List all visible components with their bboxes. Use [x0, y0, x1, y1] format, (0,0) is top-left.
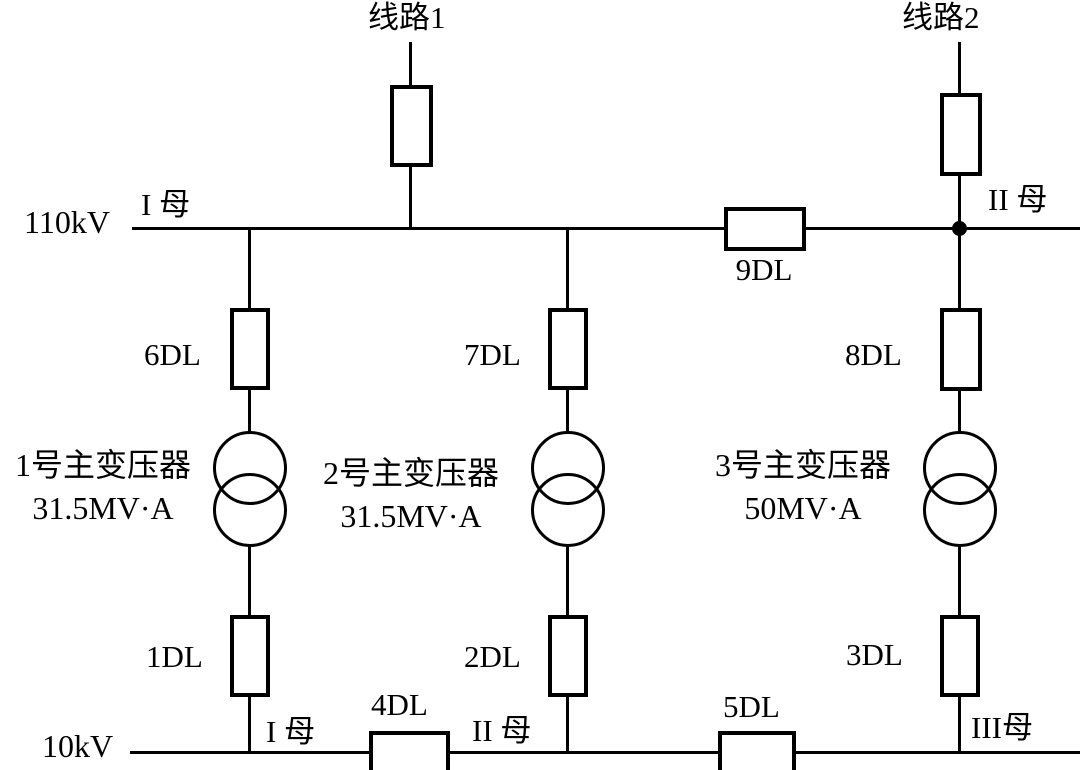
wire-1dl-to-bus	[248, 694, 251, 753]
breaker-5dl-symbol	[718, 731, 796, 770]
breaker-2dl-label: 2DL	[464, 639, 521, 674]
wire-6dl-to-t1	[248, 388, 251, 434]
lv-bus2-label: II 母	[472, 713, 532, 748]
bus2-junction-dot	[952, 221, 967, 236]
wire-2dl-to-bus	[566, 694, 569, 753]
wire-7dl-to-t2	[566, 388, 569, 434]
wire-110kv-bus	[132, 227, 1080, 230]
wire-10kv-bus	[130, 751, 1080, 754]
transformer1-label: 1号主变压器 31.5MV·A	[0, 444, 206, 530]
line1-breaker-symbol	[390, 85, 433, 167]
wire-line2-lower	[958, 172, 961, 232]
breaker-4dl-label: 4DL	[371, 687, 428, 722]
lv-voltage-label: 10kV	[42, 728, 114, 764]
breaker-4dl-symbol	[369, 731, 450, 770]
breaker-7dl-symbol	[548, 308, 588, 390]
breaker-1dl-symbol	[230, 615, 270, 697]
wire-3dl-to-bus	[958, 694, 961, 753]
wire-bus-to-6dl	[248, 229, 251, 311]
breaker-7dl-label: 7DL	[464, 337, 521, 372]
wire-line2-upper	[958, 42, 961, 97]
transformer2-secondary-circle	[531, 473, 605, 547]
breaker-6dl-label: 6DL	[144, 337, 201, 372]
transformer2-rating: 31.5MV·A	[340, 498, 482, 534]
hv-bus1-label: I 母	[141, 187, 191, 222]
breaker-2dl-symbol	[548, 615, 588, 697]
breaker-1dl-label: 1DL	[146, 639, 203, 674]
line2-label: 线路2	[902, 0, 980, 35]
hv-bus2-label: II 母	[988, 182, 1048, 217]
transformer2-label: 2号主变压器 31.5MV·A	[308, 452, 514, 538]
wire-line1-lower	[409, 163, 412, 230]
transformer1-secondary-circle	[213, 473, 287, 547]
breaker-6dl-symbol	[230, 308, 270, 390]
lv-bus1-label: I 母	[266, 714, 316, 749]
line1-label: 线路1	[368, 0, 446, 35]
transformer2-name: 2号主变压器	[322, 455, 499, 491]
breaker-3dl-symbol	[940, 615, 980, 697]
transformer3-rating: 50MV·A	[744, 490, 862, 526]
lv-bus3-label: III母	[971, 710, 1033, 745]
breaker-9dl-label: 9DL	[735, 252, 793, 287]
breaker-8dl-label: 8DL	[845, 337, 902, 372]
line2-breaker-symbol	[940, 93, 982, 176]
wire-t1-to-1dl	[248, 544, 251, 618]
breaker-9dl-symbol	[724, 207, 806, 251]
transformer3-label: 3号主变压器 50MV·A	[700, 444, 906, 530]
wire-t2-to-2dl	[566, 544, 569, 618]
transformer3-name: 3号主变压器	[714, 447, 891, 483]
transformer1-rating: 31.5MV·A	[32, 490, 174, 526]
wire-t3-to-3dl	[958, 544, 961, 618]
wire-8dl-to-t3	[958, 388, 961, 434]
wire-bus-to-8dl	[958, 229, 961, 311]
wire-line1-upper	[409, 42, 412, 90]
transformer1-name: 1号主变压器	[14, 447, 191, 483]
wire-bus-to-7dl	[566, 229, 569, 311]
breaker-8dl-symbol	[940, 308, 982, 391]
transformer3-secondary-circle	[923, 473, 997, 547]
breaker-5dl-label: 5DL	[723, 689, 780, 724]
hv-voltage-label: 110kV	[24, 204, 110, 240]
breaker-3dl-label: 3DL	[846, 637, 903, 672]
